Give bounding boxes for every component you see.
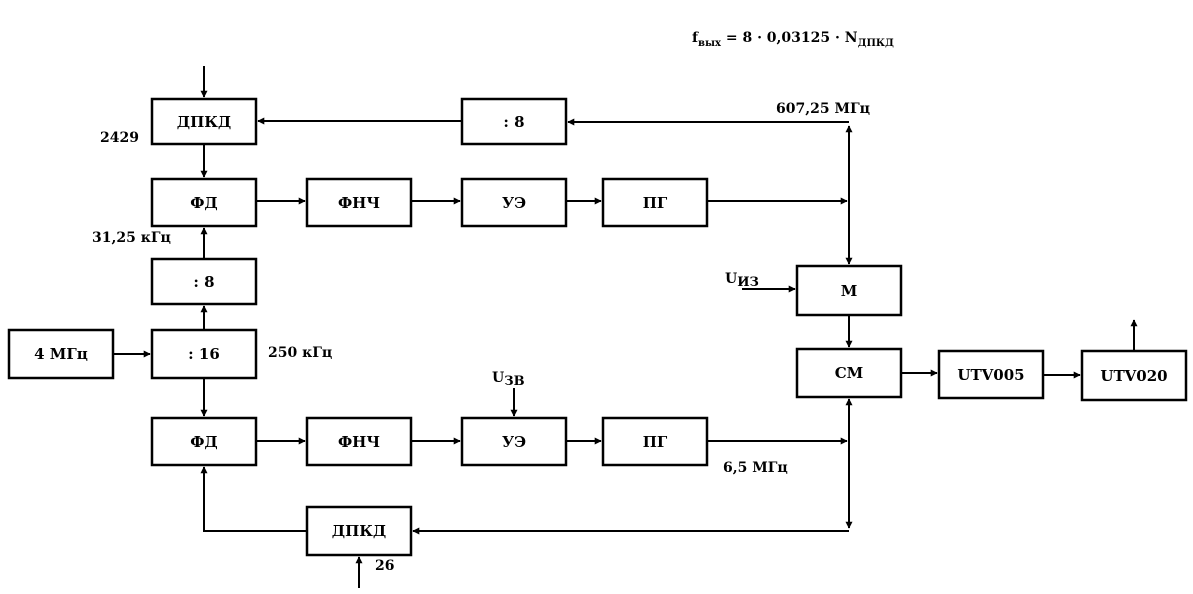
vco-top-block: ПГ (601, 177, 709, 228)
svg-text:4 МГц: 4 МГц (34, 345, 88, 363)
control-element-top-block: УЭ (460, 177, 568, 228)
svg-text:ПГ: ПГ (643, 194, 668, 212)
svg-text:ДПКД: ДПКД (177, 113, 232, 131)
dpkd-top-block: ДПКД (150, 97, 258, 146)
svg-text:УЭ: УЭ (502, 194, 526, 212)
utv020-block: UTV020 (1080, 349, 1188, 402)
svg-text:М: М (841, 282, 858, 300)
svg-text:ДПКД: ДПКД (332, 522, 387, 540)
u-zv-symbol: U (492, 370, 504, 386)
formula-f-subscript: вых (698, 38, 722, 49)
label-2429: 2429 (100, 130, 139, 146)
control-element-bottom-block: УЭ (460, 416, 568, 467)
connections (113, 66, 1138, 588)
svg-text:ФД: ФД (190, 433, 218, 451)
output-frequency-formula: fвых = 8 · 0,03125 · NДПКД (692, 30, 894, 49)
label-607-25-mhz: 607,25 МГц (776, 101, 870, 117)
u-zv-subscript: ЗВ (504, 374, 524, 389)
label-31-25-khz: 31,25 кГц (92, 230, 171, 246)
lowpass-filter-bottom-block: ФНЧ (305, 416, 413, 467)
label-250-khz: 250 кГц (268, 345, 332, 361)
svg-text:UTV005: UTV005 (957, 366, 1024, 384)
oscillator-4mhz-block: 4 МГц (7, 328, 115, 380)
formula-middle: = 8 · 0,03125 · N (721, 30, 858, 46)
svg-text:: 8: : 8 (193, 273, 214, 291)
svg-text:ФНЧ: ФНЧ (338, 433, 380, 451)
label-6-5-mhz: 6,5 МГц (723, 460, 788, 476)
dpkd-bottom-block: ДПКД (305, 505, 413, 557)
divider-8-top-block: : 8 (460, 97, 568, 146)
label-u-zv: UЗВ (492, 370, 525, 389)
svg-text:ФД: ФД (190, 194, 218, 212)
formula-n-subscript: ДПКД (858, 38, 894, 49)
svg-text:UTV020: UTV020 (1100, 367, 1167, 385)
divider-16-block: : 16 (150, 328, 258, 380)
svg-text:СМ: СМ (835, 364, 864, 382)
utv005-block: UTV005 (937, 349, 1045, 400)
u-iz-symbol: U (725, 271, 737, 287)
phase-detector-bottom-block: ФД (150, 416, 258, 467)
arrow-dpkd-to-fd-bottom (200, 466, 307, 532)
label-u-iz: UИЗ (725, 271, 759, 290)
formula-f: f (692, 30, 699, 46)
mixer-cm-block: СМ (795, 347, 903, 399)
label-26: 26 (375, 558, 394, 574)
svg-text:УЭ: УЭ (502, 433, 526, 451)
svg-text:ПГ: ПГ (643, 433, 668, 451)
phase-detector-top-block: ФД (150, 177, 258, 228)
divider-8-left-block: : 8 (150, 257, 258, 306)
svg-text:ФНЧ: ФНЧ (338, 194, 380, 212)
lowpass-filter-top-block: ФНЧ (305, 177, 413, 228)
vco-bottom-block: ПГ (601, 416, 709, 467)
modulator-m-block: М (795, 264, 903, 317)
svg-text:: 16: : 16 (188, 345, 220, 363)
u-iz-subscript: ИЗ (737, 275, 759, 290)
svg-text:: 8: : 8 (503, 113, 524, 131)
